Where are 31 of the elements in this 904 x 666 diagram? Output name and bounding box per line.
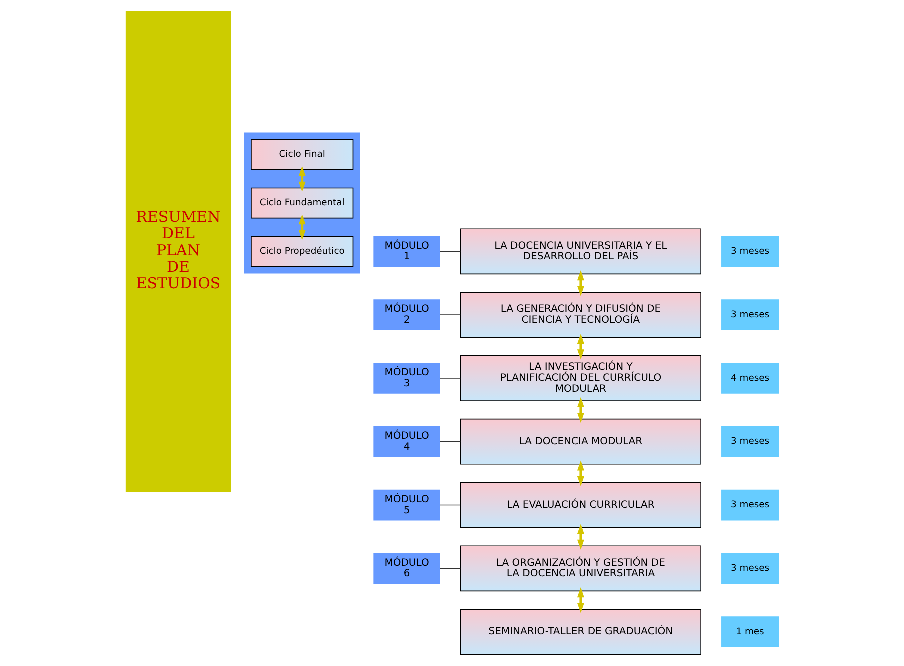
connector	[439, 378, 461, 379]
node-box: 3 meses	[721, 490, 779, 521]
node-box: MÓDULO 5	[373, 490, 440, 521]
node-box: 3 meses	[721, 553, 779, 584]
node-box: 3 meses	[721, 236, 779, 268]
node-box: 3 meses	[721, 300, 779, 330]
node-box: LA DOCENCIA UNIVERSITARIA Y EL DESARROLLO DEL PAÍS	[460, 228, 701, 275]
node-box: SEMINARIO-TALLER DE GRADUACIÓN	[460, 609, 701, 655]
connector	[439, 504, 461, 506]
node-box: 4 meses	[721, 363, 779, 394]
node-box: 3 meses	[721, 426, 779, 458]
node-box: Ciclo Propedéutico	[250, 236, 354, 268]
node-box: MÓDULO 3	[373, 363, 440, 394]
node-box: MÓDULO 2	[373, 300, 440, 330]
node-box: LA EVALUACIÓN CURRICULAR	[460, 482, 701, 528]
connector	[439, 441, 461, 442]
node-box: LA DOCENCIA MODULAR	[460, 418, 701, 465]
node-box: RESUMEN DEL PLAN DE ESTUDIOS	[125, 11, 231, 492]
connector	[439, 314, 461, 316]
node-box: MÓDULO 1	[373, 236, 440, 268]
node-box: LA INVESTIGACIÓN Y PLANIFICACIÓN DEL CURRÍCULO MODULAR	[460, 356, 701, 402]
node-box: MÓDULO 4	[373, 426, 440, 458]
node-box: Ciclo Fundamental	[250, 188, 354, 219]
node-box: LA ORGANIZACIÓN Y GESTIÓN DE LA DOCENCIA UNIVERSITARIA	[460, 546, 701, 592]
connector	[439, 251, 461, 252]
node-box: LA GENERACIÓN Y DIFUSIÓN DE CIENCIA Y TECNOLOGÍA	[460, 292, 701, 338]
node-box: 1 mes	[721, 616, 779, 648]
connector	[439, 568, 461, 570]
cluster	[244, 132, 360, 274]
node-box: Ciclo Final	[250, 139, 354, 170]
node-box: MÓDULO 6	[373, 553, 440, 584]
